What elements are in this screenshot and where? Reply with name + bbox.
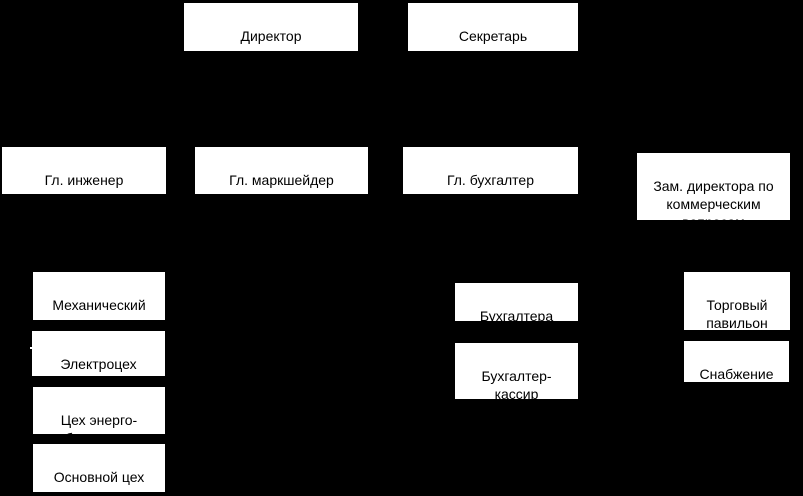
org-node-label: Бухгалтер- кассир [481,368,552,402]
org-node-main-shop: Основной цех [33,444,165,492]
org-node-deputy-commercial: Зам. директора по коммерческим вопросам [637,153,790,230]
org-node-mechanical-shop: Механический цех [33,272,165,331]
org-node-director: Директор [184,3,358,51]
org-node-label: Секретарь [458,28,528,44]
org-node-label: Гл. бухгалтер [446,172,535,188]
org-node-label: Снабжение [699,366,774,382]
org-node-label: Гл. инженер [44,172,124,188]
org-node-label: Основной цех [53,469,145,485]
org-node-chief-accountant: Гл. бухгалтер [403,147,578,194]
org-node-trade-pavilion: Торговый павильон [684,272,790,331]
org-node-supply: Снабжение [684,341,789,382]
org-node-energy-shop: Цех энерго- обеспечения [33,387,165,446]
org-node-electrical-shop: Электроцех [32,331,165,376]
org-node-label: Зам. директора по коммерческим вопросам [653,178,774,230]
org-node-label: Торговый павильон [706,297,768,331]
org-node-secretary: Секретарь [408,3,578,51]
org-node-label: Электроцех [60,356,137,372]
connector-remnant-tick [30,347,32,349]
org-node-accountant-cashier: Бухгалтер- кассир [455,343,578,402]
org-node-accountants: Бухгалтера [455,283,578,324]
org-node-label: Бухгалтера [479,308,554,324]
org-node-chief-surveyor: Гл. маркшейдер [195,147,368,194]
org-node-label: Гл. маркшейдер [229,172,334,188]
org-node-label: Механический цех [52,297,146,331]
org-node-label: Директор [240,28,302,44]
org-node-label: Цех энерго- обеспечения [57,412,141,446]
org-node-chief-engineer: Гл. инженер [2,147,166,194]
